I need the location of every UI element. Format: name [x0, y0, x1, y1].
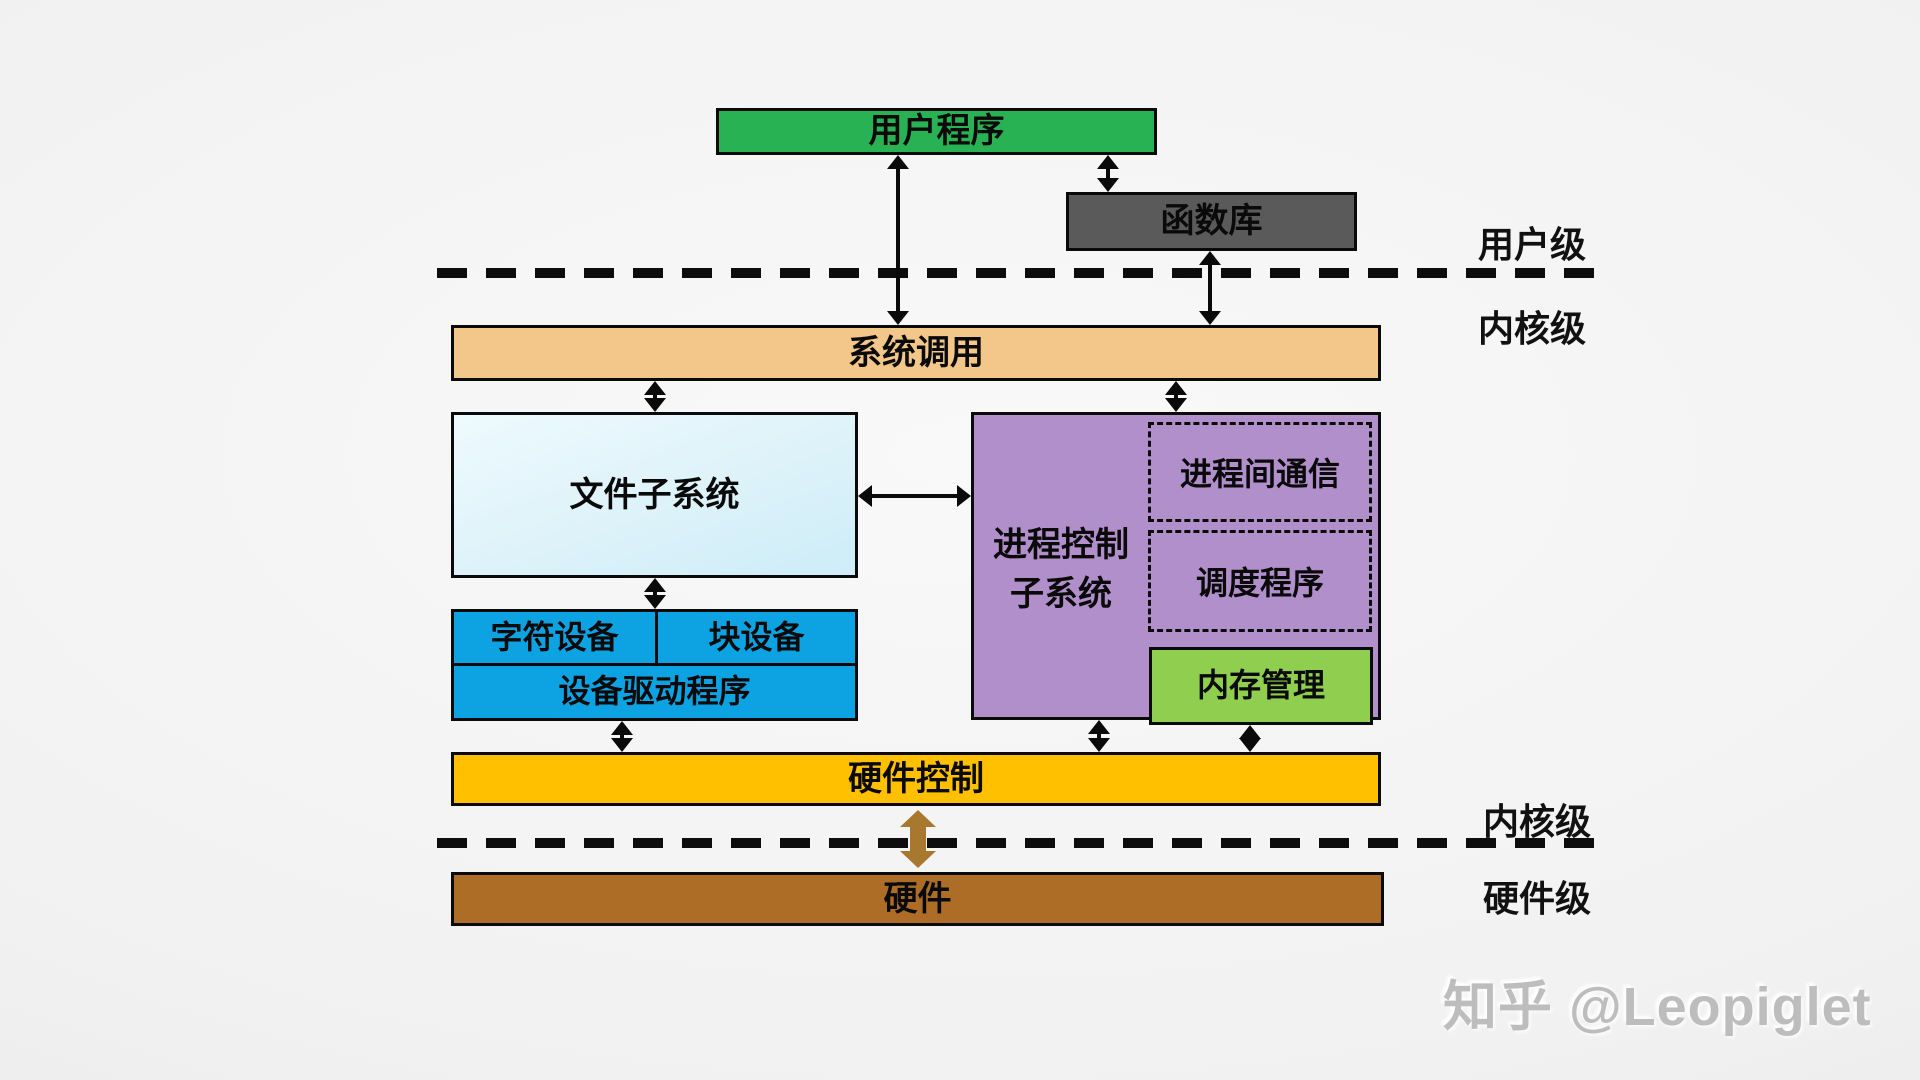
arrow-system-call-process-control: [1165, 381, 1187, 412]
hardware-control-label: 硬件控制: [848, 759, 984, 798]
hardware-label: 硬件: [883, 879, 952, 918]
file-subsystem-box: 文件子系统: [451, 412, 858, 578]
function-library-label: 函数库: [1160, 202, 1263, 241]
arrow-user-program-function-library: [1097, 155, 1119, 192]
char-device-box: 字符设备: [451, 609, 658, 666]
arrow-file-subsystem-process-control: [858, 485, 971, 507]
watermark-text: 知乎 @Leopiglet: [1443, 977, 1872, 1037]
block-device-label: 块设备: [708, 618, 805, 655]
process-control-label-area: 进程控制 子系统: [971, 412, 1151, 720]
system-call-label: 系统调用: [848, 333, 984, 372]
ipc-label: 进程间通信: [1179, 456, 1340, 492]
arrow-process-control-hardware-control: [1088, 720, 1110, 752]
file-subsystem-label: 文件子系统: [569, 475, 740, 514]
hardware-control-box: 硬件控制: [451, 752, 1381, 806]
function-library-box: 函数库: [1066, 192, 1357, 251]
hardware-box: 硬件: [451, 872, 1384, 926]
arrow-function-library-system-call: [1199, 251, 1221, 325]
user-kernel-divider: [437, 268, 1598, 278]
scheduler-box: 调度程序: [1148, 530, 1372, 632]
kernel-level-lower-label: 内核级: [1483, 801, 1592, 842]
scheduler-label: 调度程序: [1195, 565, 1324, 601]
device-driver-box: 设备驱动程序: [451, 663, 858, 721]
hardware-block-arrow: [900, 810, 936, 868]
memory-management-box: 内存管理: [1149, 647, 1373, 725]
process-control-label: 进程控制 子系统: [993, 526, 1129, 613]
kernel-level-upper-label: 内核级: [1478, 308, 1587, 349]
user-program-label: 用户程序: [868, 112, 1005, 151]
arrow-device-driver-hardware-control: [611, 721, 633, 752]
kernel-hardware-divider: [437, 838, 1598, 848]
user-program-box: 用户程序: [716, 108, 1157, 155]
memory-management-label: 内存管理: [1196, 667, 1325, 704]
device-driver-label: 设备驱动程序: [558, 673, 751, 710]
system-call-box: 系统调用: [451, 325, 1381, 381]
user-level-label: 用户级: [1478, 224, 1587, 265]
block-device-box: 块设备: [655, 609, 858, 666]
hardware-level-label: 硬件级: [1483, 878, 1592, 919]
arrow-file-subsystem-devices: [644, 578, 666, 609]
arrow-system-call-file-subsystem: [644, 381, 666, 412]
char-device-label: 字符设备: [490, 618, 619, 655]
ipc-box: 进程间通信: [1148, 422, 1372, 522]
arrow-memory-management-hardware-control: [1239, 725, 1261, 752]
arrow-user-program-system-call: [887, 155, 909, 325]
